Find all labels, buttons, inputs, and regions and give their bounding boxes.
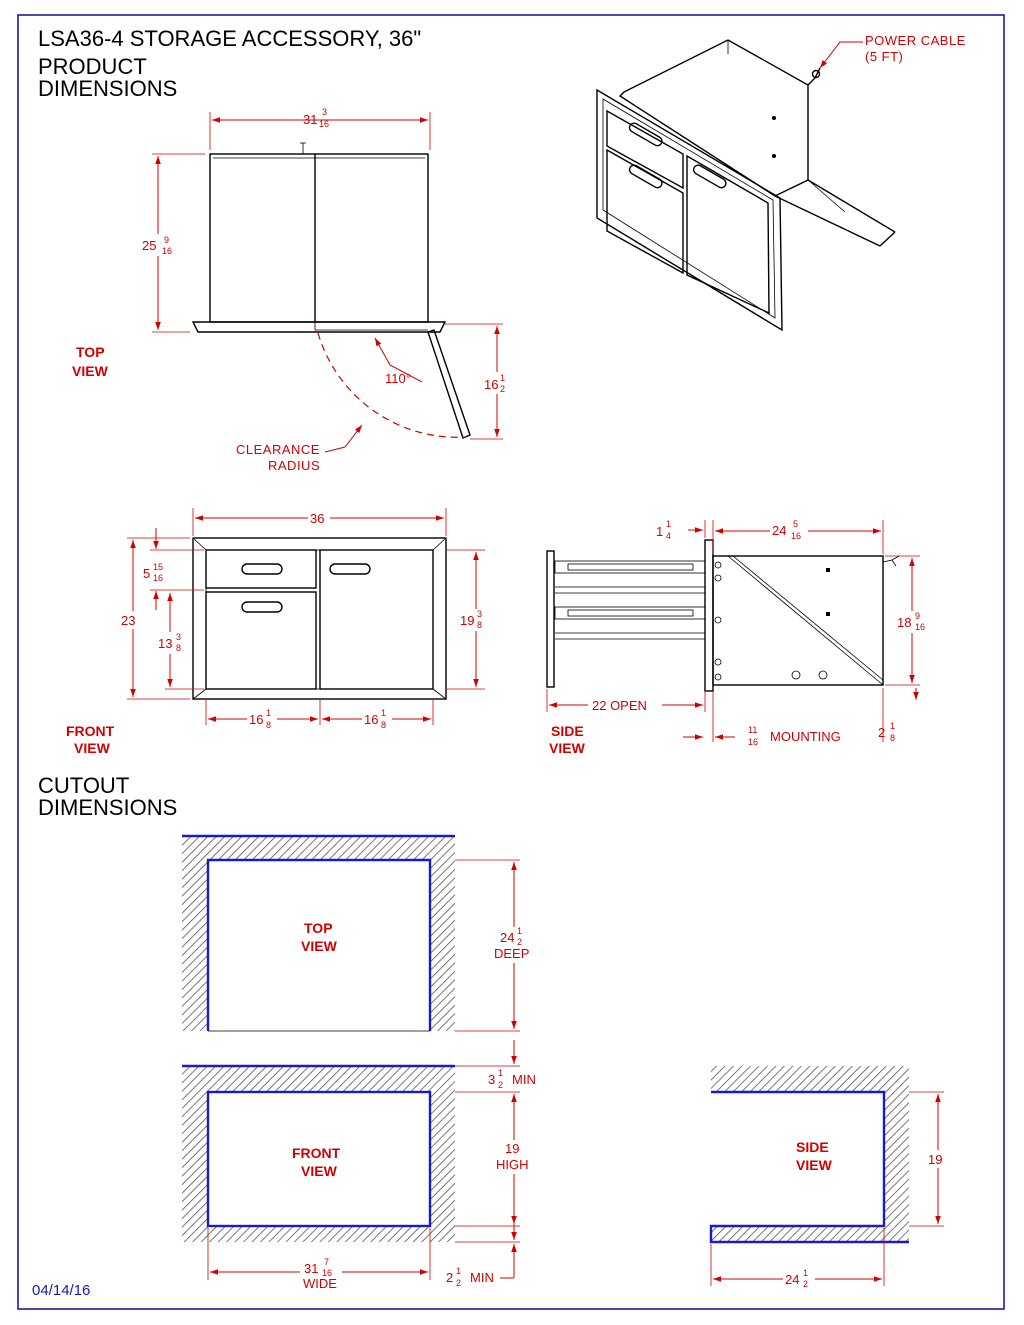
cutout-top-view: 24 1 2 DEEP TOP VIEW 3 1 2 MIN: [182, 834, 536, 1090]
front-left-whole: 16: [249, 712, 263, 727]
front-view-label-2: VIEW: [74, 740, 111, 756]
side-back-numerator: 1: [890, 721, 895, 731]
product-front-view: 36 23 5 15 16 13 3 8 19 3 8: [66, 508, 489, 756]
front-left-denominator: 8: [266, 720, 271, 730]
top-swing-numerator: 1: [500, 373, 505, 383]
top-width-whole: 31: [303, 112, 317, 127]
side-view-label-2: VIEW: [549, 740, 586, 756]
document-title: LSA36-4 STORAGE ACCESSORY, 36": [38, 26, 421, 51]
side-mount-numerator: 11: [748, 725, 757, 735]
side-depth-numerator: 5: [793, 519, 798, 529]
cutout-side-height: 19: [928, 1152, 942, 1167]
front-drawer-denominator: 16: [153, 573, 163, 583]
door-angle: 110°: [385, 371, 411, 386]
cutout-min-whole: 2: [446, 1270, 453, 1285]
cutout-wide-label: WIDE: [303, 1276, 337, 1291]
power-cable-length: (5 FT): [865, 49, 903, 64]
side-mount-label: MOUNTING: [770, 729, 841, 744]
side-view-label: SIDE: [551, 723, 584, 739]
product-top-view: 31 3 16 25 9 16 16 1 2 110° CLEARANCE RA…: [72, 107, 513, 473]
front-width: 36: [310, 511, 324, 526]
section-heading-dimensions: DIMENSIONS: [38, 76, 177, 101]
cutout-deep-numerator: 1: [517, 926, 522, 936]
cutout-gap-denominator: 2: [498, 1080, 503, 1090]
side-open-label: 22 OPEN: [592, 698, 647, 713]
section-heading-cutout: CUTOUT: [38, 773, 129, 798]
front-lower-whole: 13: [158, 636, 172, 651]
top-depth-numerator: 9: [164, 235, 169, 245]
cutout-gap-label: MIN: [512, 1072, 536, 1087]
front-right-denominator: 8: [381, 720, 386, 730]
side-flange-whole: 1: [656, 524, 663, 539]
cutout-deep-label: DEEP: [494, 946, 529, 961]
cutout-side-depth-denominator: 2: [803, 1279, 808, 1289]
side-flange-denominator: 4: [666, 531, 671, 541]
side-height-whole: 18: [897, 615, 911, 630]
front-drawer-whole: 5: [143, 566, 150, 581]
cutout-gap-whole: 3: [488, 1072, 495, 1087]
cutout-high-value: 19: [505, 1141, 519, 1156]
side-height-numerator: 9: [915, 611, 920, 621]
cutout-front-view: 19 HIGH FRONT VIEW 31 7 16 WIDE 2 1 2 MI…: [182, 1064, 534, 1292]
cutout-side-depth-whole: 24: [785, 1272, 799, 1287]
clearance-label: CLEARANCE: [236, 442, 320, 457]
clearance-radius-label: RADIUS: [268, 458, 320, 473]
cutout-side-label-2: VIEW: [796, 1157, 833, 1173]
cutout-min-numerator: 1: [456, 1266, 461, 1276]
top-view-label-2: VIEW: [72, 363, 109, 379]
product-side-view: 1 1 4 24 5 16 18 9 16 22 OPEN 11 16 MOUN…: [546, 519, 930, 756]
cutout-top-label-2: VIEW: [301, 938, 338, 954]
side-height-denominator: 16: [915, 622, 925, 632]
revision-date: 04/14/16: [32, 1282, 90, 1299]
cutout-min-label: MIN: [470, 1270, 494, 1285]
top-width-numerator: 3: [322, 107, 327, 117]
front-right-numerator: 1: [381, 708, 386, 718]
top-swing-whole: 16: [484, 377, 498, 392]
cutout-gap-numerator: 1: [498, 1068, 503, 1078]
front-inner-denominator: 8: [477, 620, 482, 630]
page-border: [17, 14, 1005, 1310]
cutout-wide-whole: 31: [304, 1261, 318, 1276]
cutout-deep-denominator: 2: [517, 937, 522, 947]
section-heading-product: PRODUCT: [38, 54, 147, 79]
side-back-whole: 2: [878, 725, 885, 740]
side-mount-denominator: 16: [748, 737, 758, 747]
cutout-top-label: TOP: [304, 920, 333, 936]
side-depth-whole: 24: [772, 523, 786, 538]
front-inner-numerator: 3: [477, 609, 482, 619]
side-depth-denominator: 16: [791, 531, 801, 541]
top-depth-whole: 25: [142, 238, 156, 253]
cutout-front-label-2: VIEW: [301, 1163, 338, 1179]
isometric-view: POWER CABLE (5 FT): [596, 33, 966, 332]
front-inner-whole: 19: [460, 613, 474, 628]
cutout-deep-whole: 24: [500, 930, 514, 945]
cutout-front-label: FRONT: [292, 1145, 341, 1161]
front-view-label: FRONT: [66, 723, 115, 739]
front-height: 23: [121, 613, 135, 628]
top-swing-denominator: 2: [500, 384, 505, 394]
top-width-denominator: 16: [319, 119, 329, 129]
cutout-side-view: 19 SIDE VIEW 24 1 2: [709, 1066, 950, 1290]
front-drawer-numerator: 15: [153, 562, 163, 572]
top-view-label: TOP: [76, 344, 105, 360]
title-block: LSA36-4 STORAGE ACCESSORY, 36" PRODUCT D…: [38, 26, 421, 820]
front-right-whole: 16: [364, 712, 378, 727]
cutout-wide-denominator: 16: [322, 1268, 332, 1278]
power-cable-callout: POWER CABLE: [865, 33, 966, 48]
cutout-side-depth-numerator: 1: [803, 1268, 808, 1278]
cutout-wide-numerator: 7: [324, 1257, 329, 1267]
section-heading-cutout-dimensions: DIMENSIONS: [38, 795, 177, 820]
front-lower-denominator: 8: [176, 643, 181, 653]
side-flange-numerator: 1: [666, 519, 671, 529]
cutout-min-denominator: 2: [456, 1278, 461, 1288]
front-lower-numerator: 3: [176, 632, 181, 642]
top-depth-denominator: 16: [162, 246, 172, 256]
front-left-numerator: 1: [266, 708, 271, 718]
cutout-side-label: SIDE: [796, 1139, 829, 1155]
cutout-high-label: HIGH: [496, 1157, 529, 1172]
side-back-denominator: 8: [890, 733, 895, 743]
